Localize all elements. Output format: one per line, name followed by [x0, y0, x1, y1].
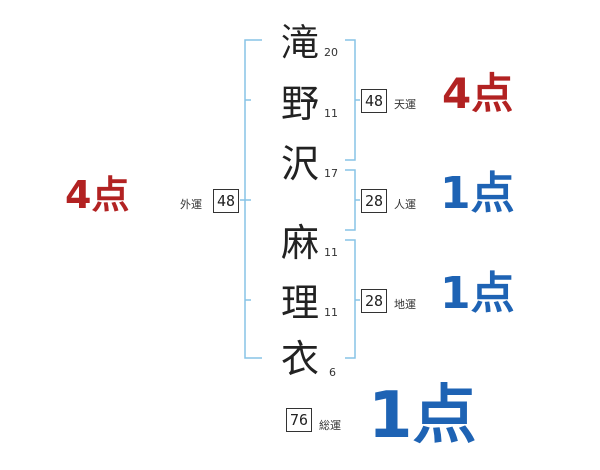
jinun-label: 人運 — [394, 198, 416, 211]
chiun-value: 28 — [361, 289, 387, 313]
name-char-4: 麻 — [281, 221, 320, 265]
name-char-6: 衣 — [281, 337, 320, 381]
gaiun-score: 4点 — [65, 173, 130, 217]
tenun-bracket — [345, 39, 356, 161]
name-char-5: 理 — [281, 281, 320, 325]
stroke-count-1: 20 — [324, 46, 338, 59]
name-char-1: 滝 — [281, 21, 320, 65]
stroke-count-6: 6 — [329, 366, 336, 379]
chiun-label: 地運 — [394, 298, 416, 311]
name-char-3: 沢 — [281, 142, 320, 186]
chiun-score: 1点 — [440, 268, 515, 319]
stroke-count-4: 11 — [324, 246, 338, 259]
gaiun-label: 外運 — [180, 198, 202, 211]
stroke-count-3: 17 — [324, 167, 338, 180]
gaiun-value: 48 — [213, 189, 239, 213]
tenun-score: 4点 — [442, 69, 514, 118]
name-char-2: 野 — [281, 82, 320, 126]
souun-label: 総運 — [319, 419, 341, 432]
outer-bracket — [244, 39, 262, 359]
chiun-bracket — [345, 239, 356, 359]
jinun-bracket — [345, 169, 356, 231]
souun-value: 76 — [286, 408, 312, 432]
stroke-count-5: 11 — [324, 306, 338, 319]
jinun-score: 1点 — [440, 168, 515, 219]
tenun-label: 天運 — [394, 98, 416, 111]
stroke-count-2: 11 — [324, 107, 338, 120]
tenun-value: 48 — [361, 89, 387, 113]
souun-score: 1点 — [368, 379, 477, 453]
jinun-value: 28 — [361, 189, 387, 213]
